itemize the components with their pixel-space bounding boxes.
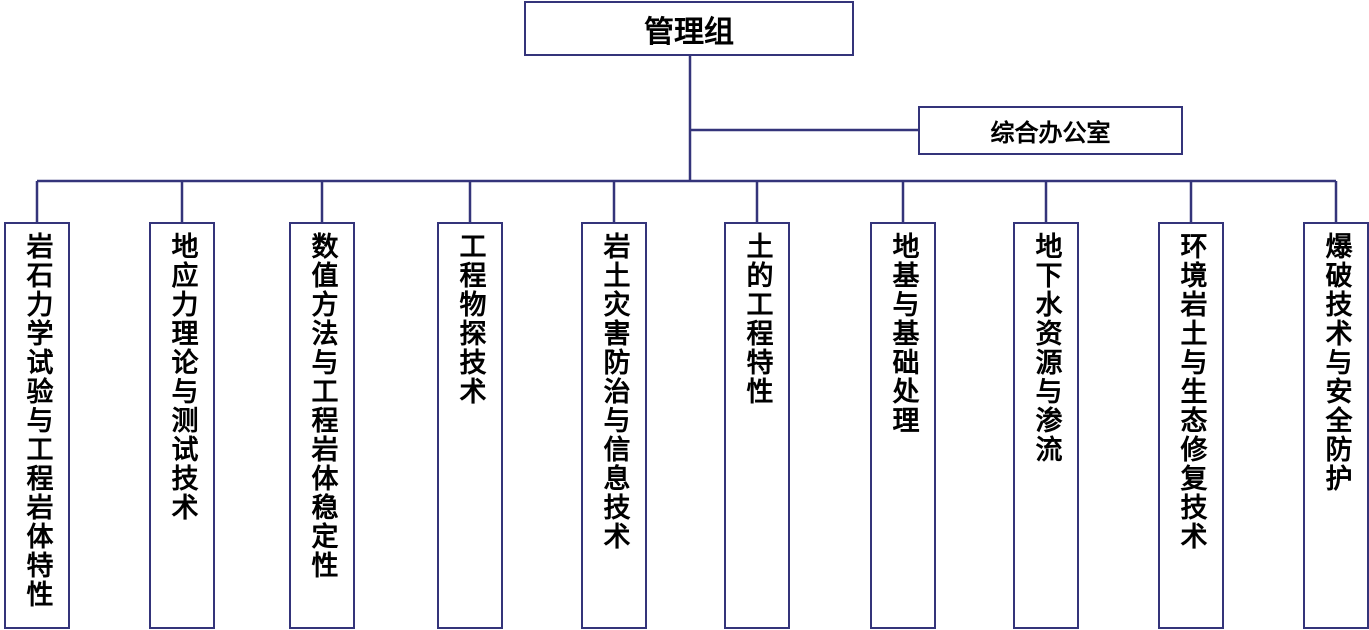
- research-group-box: 岩石力学试验与工程岩体特性: [4, 222, 70, 629]
- research-group-label: 数值方法与工程岩体稳定性: [306, 232, 338, 580]
- research-group-box: 岩土灾害防治与信息技术: [581, 222, 647, 629]
- research-group-box: 土的工程特性: [724, 222, 790, 629]
- research-group-box: 爆破技术与安全防护: [1303, 222, 1369, 629]
- research-group-box: 环境岩土与生态修复技术: [1158, 222, 1224, 629]
- research-group-box: 地下水资源与渗流: [1013, 222, 1079, 629]
- research-group-box: 数值方法与工程岩体稳定性: [289, 222, 355, 629]
- research-group-label: 岩石力学试验与工程岩体特性: [21, 232, 53, 609]
- management-group-box: 管理组: [524, 1, 854, 56]
- research-group-label: 地应力理论与测试技术: [166, 232, 198, 522]
- research-group-label: 工程物探技术: [454, 232, 486, 406]
- management-group-label: 管理组: [644, 14, 734, 50]
- research-group-box: 地应力理论与测试技术: [149, 222, 215, 629]
- research-group-label: 环境岩土与生态修复技术: [1175, 232, 1207, 551]
- general-office-label: 综合办公室: [990, 119, 1111, 147]
- research-group-box: 地基与基础处理: [870, 222, 936, 629]
- research-group-label: 爆破技术与安全防护: [1320, 232, 1352, 493]
- research-group-label: 土的工程特性: [741, 232, 773, 406]
- research-group-label: 地下水资源与渗流: [1030, 232, 1062, 464]
- research-group-label: 地基与基础处理: [887, 232, 919, 435]
- research-group-box: 工程物探技术: [437, 222, 503, 629]
- general-office-box: 综合办公室: [918, 106, 1183, 155]
- research-group-label: 岩土灾害防治与信息技术: [598, 232, 630, 551]
